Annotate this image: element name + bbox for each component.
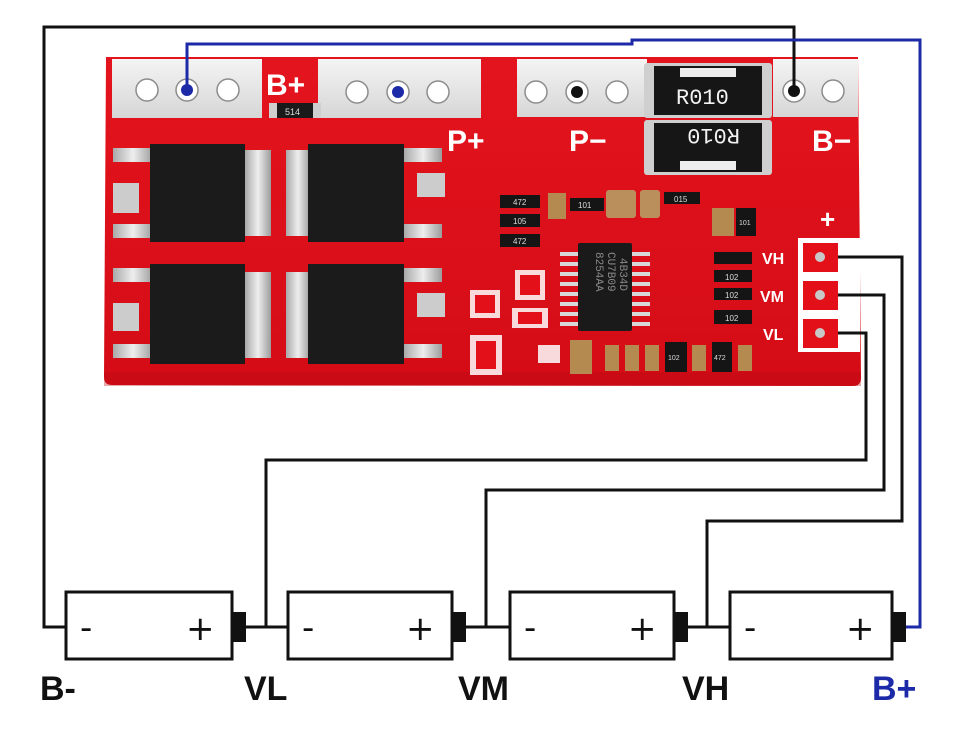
protection-ic: 8254AA CU7B09 4B34D <box>560 243 650 331</box>
balance-label-plus: + <box>820 204 835 234</box>
wire-vh <box>705 255 904 627</box>
shunt-resistor-bottom: R010 <box>644 120 772 175</box>
pcb-label-b-plus: B+ <box>266 69 305 102</box>
wire-vl <box>264 331 868 627</box>
bms-pcb-board: B+ P+ P− B− 514 R010 R010 <box>104 57 861 386</box>
mosfet-top-right <box>286 144 445 242</box>
battery-cell-1: - + <box>64 590 246 661</box>
pcb-label-b-minus: B− <box>812 125 851 158</box>
terminal-label-vm: VM <box>458 670 509 708</box>
smd-code: 105 <box>513 217 527 226</box>
wire-vm <box>484 293 886 627</box>
cell-minus-sign: - <box>744 608 756 648</box>
smd-code: 102 <box>725 273 739 282</box>
mosfet-bottom-right <box>286 264 445 364</box>
shunt-label: R010 <box>676 86 729 111</box>
terminal-label-vh: VH <box>682 670 729 708</box>
smd-code: 101 <box>739 220 751 227</box>
balance-label-vm: VM <box>760 289 784 306</box>
cell-plus-sign: + <box>628 609 657 649</box>
shunt-label: R010 <box>687 122 740 147</box>
cell-minus-sign: - <box>302 608 314 648</box>
smd-code: 472 <box>513 237 527 246</box>
cell-minus-sign: - <box>524 608 536 648</box>
wiring <box>42 25 922 629</box>
cell-plus-sign: + <box>186 609 215 649</box>
mosfet-bottom-left <box>113 264 271 364</box>
p-minus-pad-strip <box>517 59 647 117</box>
smd-code: 102 <box>725 291 739 300</box>
b-minus-pad-strip <box>773 59 858 117</box>
smd-code: 472 <box>714 355 726 362</box>
pcb-label-p-minus: P− <box>569 125 607 158</box>
ic-marking: 4B34D <box>616 258 628 291</box>
shunt-resistor-top: R010 <box>644 63 772 118</box>
balance-connector: + VH VM VL <box>760 204 860 352</box>
terminal-label-vl: VL <box>244 670 287 708</box>
smd-code: 514 <box>285 107 300 117</box>
smd-resistor-514: 514 <box>269 103 321 118</box>
terminal-label-b-minus: B- <box>40 670 76 708</box>
cell-plus-sign: + <box>846 609 875 649</box>
battery-cell-4: - + <box>728 590 906 661</box>
mosfet-top-left <box>113 144 271 242</box>
balance-label-vh: VH <box>762 251 784 268</box>
smd-code: 102 <box>668 355 680 362</box>
battery-cell-3: - + <box>508 590 688 661</box>
balance-label-vl: VL <box>763 327 784 344</box>
smd-code: 102 <box>725 314 739 323</box>
wire-b-plus <box>185 38 922 629</box>
pcb-label-p-plus: P+ <box>447 125 485 158</box>
wire-b-minus <box>42 25 796 629</box>
battery-cell-2: - + <box>286 590 466 661</box>
smd-code: 472 <box>513 198 527 207</box>
cell-minus-sign: - <box>80 608 92 648</box>
cell-plus-sign: + <box>406 609 435 649</box>
smd-code: 015 <box>674 195 688 204</box>
terminal-label-b-plus: B+ <box>872 670 916 708</box>
smd-code: 101 <box>578 201 592 210</box>
ic-marking: CU7B09 <box>604 252 616 292</box>
ic-marking: 8254AA <box>592 252 604 292</box>
smd-component-cluster: 472 105 472 101 015 101 102 102 102 <box>470 190 756 375</box>
